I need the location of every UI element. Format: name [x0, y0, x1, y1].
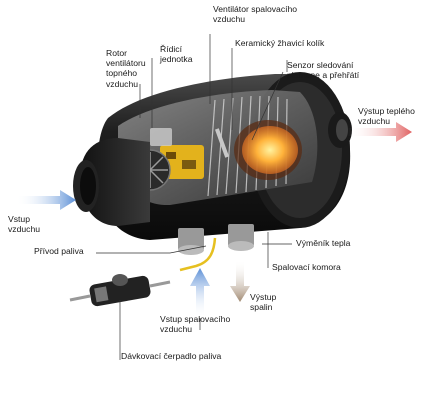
label-combustion-chamber: Spalovací komora — [272, 262, 341, 272]
warm-air-arrow — [348, 122, 412, 142]
flame — [242, 126, 298, 174]
label-control-unit: Řídicí jednotka — [160, 44, 193, 65]
label-exhaust-outlet: Výstup spalin — [250, 292, 277, 313]
dosing-pump — [69, 274, 171, 307]
label-combustion-air-inlet: Vstup spalovacího vzduchu — [160, 314, 231, 335]
exhaust-arrow — [230, 260, 250, 302]
label-air-intake: Vstup vzduchu — [8, 214, 41, 235]
label-dosing-pump: Dávkovací čerpadlo paliva — [121, 351, 222, 361]
label-glow-pin: Keramický žhavicí kolík — [235, 38, 325, 48]
fuel-line — [179, 237, 217, 272]
label-flame-sensor: Senzor sledování plamene a přehřátí — [287, 60, 360, 81]
air-intake-arrow — [16, 190, 76, 210]
leader-lines — [96, 34, 292, 360]
label-fuel-supply: Přívod paliva — [34, 246, 84, 256]
label-heat-exchanger: Výměník tepla — [296, 238, 351, 248]
flow-arrows — [16, 122, 412, 318]
cutaway-interior — [118, 90, 318, 206]
label-warm-air-outlet: Výstup teplého vzduchu — [358, 106, 415, 127]
combustion-air-arrow — [190, 268, 210, 318]
label-rotor: Rotor ventilátoru topného vzduchu — [106, 48, 146, 89]
air-inlet — [73, 138, 150, 226]
label-combustion-fan: Ventilátor spalovacího vzduchu — [213, 4, 298, 25]
bottom-ports — [178, 224, 254, 255]
